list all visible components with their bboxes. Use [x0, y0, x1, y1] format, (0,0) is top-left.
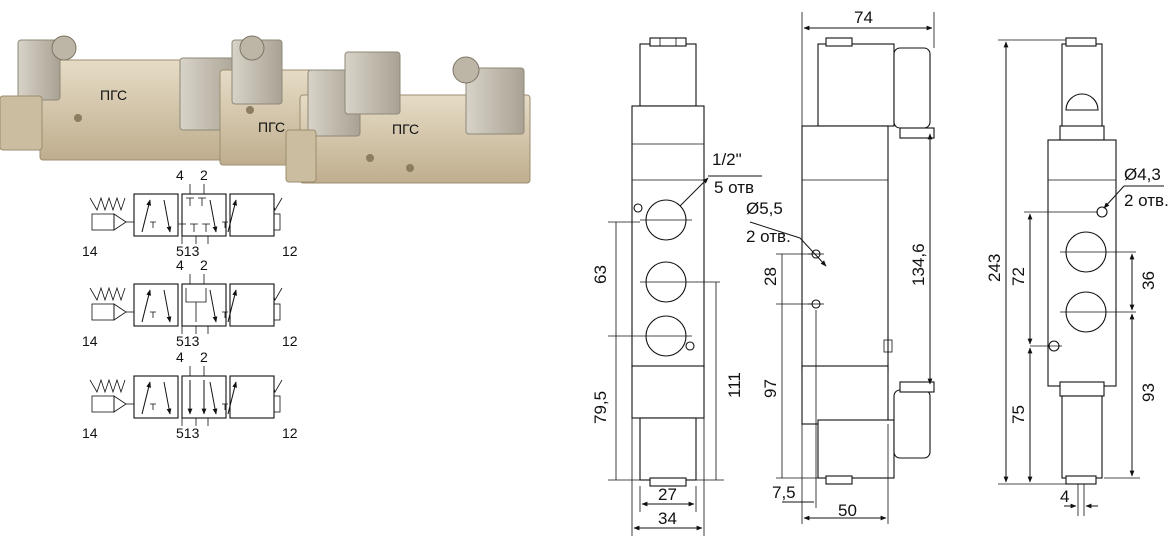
port-label-4: 4	[176, 349, 184, 365]
port-label-2: 2	[200, 257, 208, 273]
front-dim-79-5: 79,5	[591, 391, 610, 424]
back-hole-dia: Ø4,3	[1124, 165, 1161, 184]
front-dim-27: 27	[658, 485, 677, 504]
photo-brand-1: ПГС	[100, 87, 127, 103]
back-hole-count: 2 отв.	[1124, 191, 1169, 210]
side-dim-50: 50	[838, 501, 857, 520]
product-photo: ПГС ПГС ПГС	[0, 35, 531, 184]
port-label-2: 2	[200, 349, 208, 365]
side-hole-dia: Ø5,5	[746, 199, 783, 218]
back-dim-72: 72	[1009, 267, 1028, 286]
photo-brand-2: ПГС	[258, 119, 285, 135]
front-port-count: 5 отв	[714, 178, 754, 197]
exhaust-label: 513	[176, 425, 200, 441]
front-view: 1/2" 5 отв 63 79,5 111 27 34	[591, 37, 762, 536]
back-view: Ø4,3 2 отв. 243 72 75 36 93 4	[985, 37, 1169, 516]
front-dim-63: 63	[591, 265, 610, 284]
back-dim-93: 93	[1139, 383, 1158, 402]
pilot-label-12: 12	[282, 243, 298, 259]
port-label-2: 2	[200, 167, 208, 183]
side-dim-7-5: 7,5	[772, 483, 796, 502]
valve-photo-back: ПГС	[0, 35, 241, 161]
port-label-4: 4	[176, 167, 184, 183]
exhaust-label: 513	[176, 243, 200, 259]
side-view: Ø5,5 2 отв. 74 134,6 28 97 7,5 50	[746, 8, 935, 524]
pilot-label-14: 14	[82, 333, 98, 349]
back-dim-4: 4	[1060, 487, 1069, 506]
pilot-label-12: 12	[282, 425, 298, 441]
front-dim-111: 111	[725, 372, 744, 398]
photo-brand-3: ПГС	[392, 121, 419, 137]
back-dim-36: 36	[1139, 271, 1158, 290]
side-dim-74: 74	[854, 8, 873, 27]
front-dim-34: 34	[658, 509, 677, 528]
back-dim-243: 243	[985, 254, 1004, 282]
pilot-label-14: 14	[82, 425, 98, 441]
exhaust-label: 513	[176, 333, 200, 349]
side-dim-97: 97	[761, 379, 780, 398]
pilot-label-12: 12	[282, 333, 298, 349]
pilot-label-14: 14	[82, 243, 98, 259]
side-hole-count: 2 отв.	[746, 227, 791, 246]
valve-photo-front: ПГС	[285, 51, 531, 184]
back-dim-75: 75	[1009, 405, 1028, 424]
side-dim-28: 28	[761, 267, 780, 286]
side-dim-134-6: 134,6	[909, 243, 928, 286]
port-label-4: 4	[176, 257, 184, 273]
front-port-size: 1/2"	[712, 150, 742, 169]
